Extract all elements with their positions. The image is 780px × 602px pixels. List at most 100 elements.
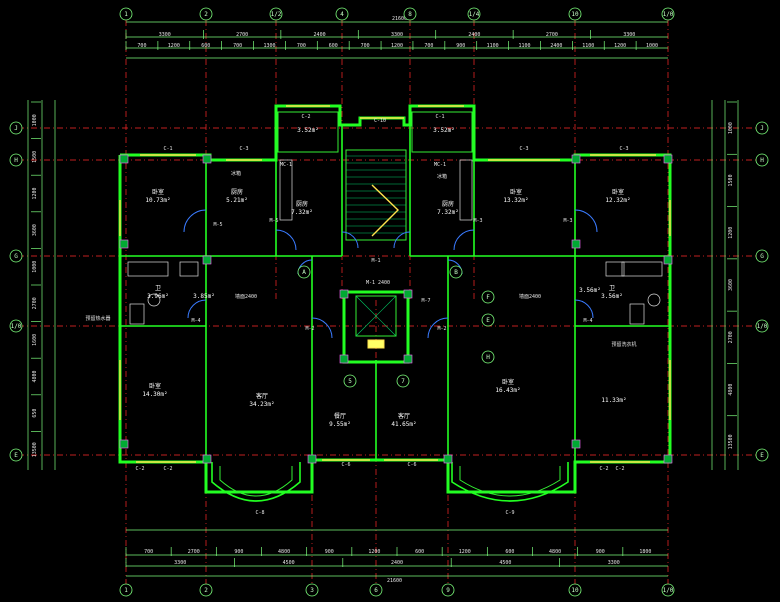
axis-bubble-label: 4 xyxy=(340,11,344,18)
axis-bubble-label: F xyxy=(486,294,490,301)
room-area: 11.33m² xyxy=(601,397,626,404)
axis-bubble-label: 1/4 xyxy=(469,11,480,18)
dimension-value: 2700 xyxy=(32,297,38,309)
dimension-value: 2400 xyxy=(468,32,480,38)
axis-bubble-label: G xyxy=(14,253,18,260)
annotation-label: M-1 2400 xyxy=(366,280,390,286)
window-label: C-3 xyxy=(519,146,528,152)
column xyxy=(339,289,349,299)
dimension-value: 2700 xyxy=(236,32,248,38)
column xyxy=(571,154,581,164)
room-area: 7.32m² xyxy=(437,209,459,216)
dimension-value: 1600 xyxy=(32,334,38,346)
dimension-value: 2400 xyxy=(391,560,403,566)
door-label: M-3 xyxy=(473,218,482,224)
axis-bottom-5: 10 xyxy=(568,583,582,597)
door-label: M-5 xyxy=(269,218,278,224)
room-area: 3.56m² xyxy=(601,293,623,300)
dimension-value: 3600 xyxy=(728,279,734,291)
room-area: 41.65m² xyxy=(391,421,416,428)
window-label: C-2 xyxy=(301,114,310,120)
dimension-value: 700 xyxy=(144,549,153,555)
dimension-value: 1200 xyxy=(614,43,626,49)
column xyxy=(403,354,413,364)
room-area: 12.32m² xyxy=(605,197,630,204)
dimension-value: 1500 xyxy=(728,174,734,186)
grid-lines xyxy=(18,20,762,585)
room-name: 厨房 xyxy=(231,188,243,196)
dimension-value: 1200 xyxy=(459,549,471,555)
dimension-value: 1500 xyxy=(32,151,38,163)
door-label: M-2 xyxy=(437,326,446,332)
dimension-value: 1100 xyxy=(582,43,594,49)
room-area: 14.30m² xyxy=(142,391,167,398)
dimension-value: 2700 xyxy=(728,331,734,343)
axis-bubble-label: 1/0 xyxy=(663,11,674,18)
dimension-value: 1800 xyxy=(639,549,651,555)
annotation-label: 墙面2400 xyxy=(519,293,541,300)
axis-bubble-label: 3 xyxy=(310,587,314,594)
column xyxy=(663,454,673,464)
column xyxy=(119,439,129,449)
dimension-value: 4800 xyxy=(278,549,290,555)
annotation-label: 预留洗衣机 xyxy=(611,341,636,348)
axis-top-0: 1 xyxy=(119,7,133,21)
room-area: 3.96m² xyxy=(147,293,169,300)
axis-top-5: 1/4 xyxy=(467,7,481,21)
dimension-value: 1000 xyxy=(32,261,38,273)
dimension-value: 3300 xyxy=(159,32,171,38)
dimension-value: 650 xyxy=(32,409,38,418)
room-name: 餐厅 xyxy=(334,412,346,420)
dimension-value: 1300 xyxy=(263,43,275,49)
door-label: M-5 xyxy=(213,222,222,228)
dimension-value: 3600 xyxy=(32,224,38,236)
axis-bubble-label: 1 xyxy=(124,587,128,594)
window-label: C-3 xyxy=(239,146,248,152)
axis-bubble-label: 5 xyxy=(348,378,352,385)
axis-left-1: H xyxy=(9,153,23,167)
axis-inner-6: H xyxy=(481,350,495,364)
room-name: 客厅 xyxy=(398,412,410,420)
dimension-value: 13500 xyxy=(728,434,734,449)
room-area: 3.56m² xyxy=(579,287,601,294)
dimension-value: 4500 xyxy=(499,560,511,566)
axis-bubble-label: 10 xyxy=(571,587,579,594)
column xyxy=(443,454,453,464)
annotation-label: 冰箱 xyxy=(437,173,447,180)
door-label: M-4 xyxy=(583,318,592,324)
axis-bubble-label: E xyxy=(14,452,18,459)
axis-bubble-label: 1 xyxy=(124,11,128,18)
window-label: C-3 xyxy=(619,146,628,152)
dimension-value: 1200 xyxy=(728,227,734,239)
column xyxy=(403,289,413,299)
axis-top-3: 4 xyxy=(335,7,349,21)
dimension-value: 1000 xyxy=(728,122,734,134)
dimension-value: 600 xyxy=(415,549,424,555)
room-name: 客厅 xyxy=(256,392,268,400)
axis-bubble-label: 8 xyxy=(408,11,412,18)
door-label: MC-1 xyxy=(434,162,446,168)
dimension-value: 700 xyxy=(137,43,146,49)
window-label: C-10 xyxy=(374,118,386,124)
door-label: M-7 xyxy=(421,298,430,304)
room-name: 卧室 xyxy=(152,188,164,196)
column xyxy=(339,354,349,364)
axis-top-2: 1/2 xyxy=(269,7,283,21)
axis-bubble-label: E xyxy=(760,452,764,459)
dimension-value: 600 xyxy=(329,43,338,49)
dimension-value: 700 xyxy=(297,43,306,49)
axis-bubble-label: 1/2 xyxy=(271,11,282,18)
axis-right-4: E xyxy=(755,448,769,462)
axis-inner-4: F xyxy=(481,290,495,304)
axis-right-0: J xyxy=(755,121,769,135)
room-area: 7.32m² xyxy=(291,209,313,216)
dimension-value: 2400 xyxy=(550,43,562,49)
axis-top-6: 10 xyxy=(568,7,582,21)
dimension-value: 2400 xyxy=(314,32,326,38)
window-label: C-1 xyxy=(163,146,172,152)
dimension-value: 1200 xyxy=(368,549,380,555)
axis-bubble-label: B xyxy=(454,269,458,276)
